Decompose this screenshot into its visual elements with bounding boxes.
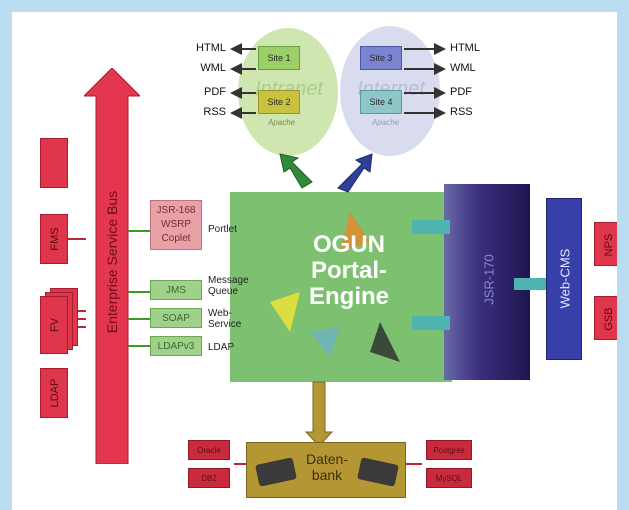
apache-label-right: Apache (372, 118, 400, 127)
format-left-4: RSS (203, 106, 226, 118)
arrows-layer (230, 43, 446, 465)
format-right-4: RSS (450, 106, 473, 118)
mysql-box: MySQL (426, 468, 472, 488)
portlet-connector (128, 230, 152, 232)
jsr168-box: JSR-168 WSRP Coplet (150, 200, 202, 250)
engine-line-1: OGUN (313, 231, 385, 258)
site-3-box: Site 3 (360, 46, 402, 70)
format-right-3: PDF (450, 86, 472, 98)
soap-connector (128, 318, 152, 320)
engine-line-3: Engine (308, 283, 389, 310)
format-arrows-right (404, 43, 446, 119)
site-4-box: Site 4 (360, 90, 402, 114)
intranet-arrow (279, 153, 313, 189)
format-right-2: WML (450, 62, 476, 74)
format-left-3: PDF (204, 86, 226, 98)
architecture-diagram: FMS FV LDAP Enterprise Service Bus OGUN … (12, 12, 617, 510)
format-right-1: HTML (450, 42, 480, 54)
portlet-label: Portlet (208, 224, 237, 235)
internet-arrow (337, 153, 373, 193)
database-arrow (304, 381, 334, 447)
site-1-box: Site 1 (258, 46, 300, 70)
fv-box: FV (40, 296, 68, 354)
jms-connector (128, 291, 152, 293)
oracle-box: Oracle (188, 440, 230, 460)
format-left-1: HTML (196, 42, 226, 54)
ldap-box: LDAP (40, 368, 68, 418)
esb-container: Enterprise Service Bus (84, 68, 140, 464)
esb-shape (84, 68, 140, 464)
message-queue-label: Message Queue (208, 275, 249, 297)
engine-swirl (270, 212, 400, 362)
jms-box: JMS (150, 280, 202, 300)
harddrive-icon-right (357, 457, 399, 487)
database-line-2: bank (311, 467, 343, 483)
format-arrows-left (230, 43, 256, 119)
web-service-label: Web- Service (208, 308, 242, 330)
harddrive-icon-left (255, 457, 297, 487)
site-2-box: Site 2 (258, 90, 300, 114)
webcms-connector (514, 278, 550, 290)
database-label: Daten- bank (293, 451, 361, 483)
ldapv3-box: LDAPv3 (150, 336, 202, 356)
soap-box: SOAP (150, 308, 202, 328)
format-left-2: WML (200, 62, 226, 74)
jsr-connector-top (412, 220, 450, 234)
jsr-connector-bottom (412, 316, 450, 330)
gsb-box: GSB (594, 296, 617, 340)
engine-title: OGUN Portal- Engine (284, 232, 414, 310)
engine-line-2: Portal- (310, 257, 387, 284)
webcms-box: Web-CMS (546, 198, 582, 360)
fms-box: FMS (40, 214, 68, 264)
database-block: Daten- bank (246, 442, 406, 498)
database-line-1: Daten- (305, 451, 349, 467)
db2-box: DB2 (188, 468, 230, 488)
apache-label-left: Apache (268, 118, 296, 127)
ldap-protocol-label: LDAP (208, 342, 235, 353)
postgres-box: Postgres (426, 440, 472, 460)
fms-connector (64, 238, 86, 240)
nps-box: NPS (594, 222, 617, 266)
external-system-box (40, 138, 68, 188)
ldapv3-connector (128, 345, 152, 347)
